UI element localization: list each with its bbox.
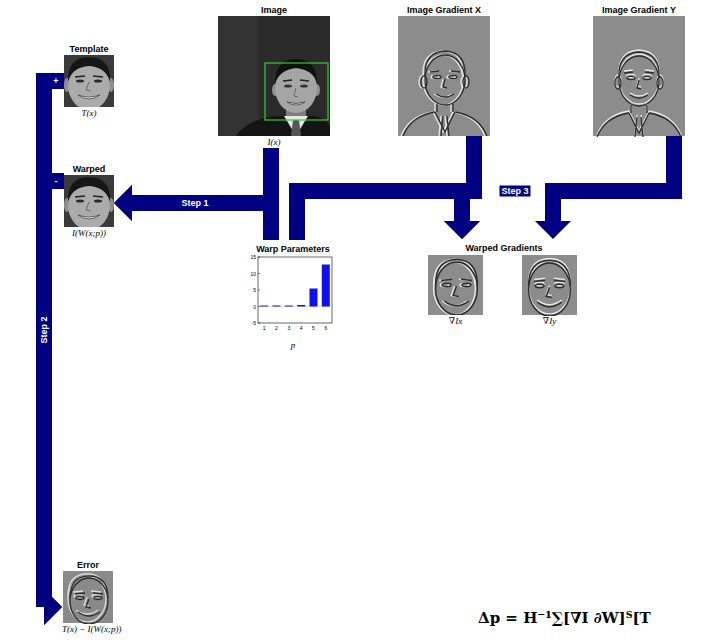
group-panel: Warped Gradients ∇Ix ∇Iy bbox=[418, 239, 590, 329]
warped-photo bbox=[64, 175, 114, 230]
tick-label: 4 bbox=[300, 325, 303, 331]
gradient-y-image bbox=[593, 16, 685, 136]
error-image bbox=[63, 571, 113, 623]
gradient-x-edges bbox=[401, 51, 485, 136]
input-photo bbox=[218, 16, 330, 136]
template-region bbox=[265, 63, 328, 120]
warped-gradient-y-image bbox=[522, 255, 577, 315]
panel-title: Error bbox=[63, 559, 113, 571]
tick-label: 2 bbox=[275, 325, 278, 331]
tick-label: 6 bbox=[324, 325, 327, 331]
tick-label: 10 bbox=[250, 271, 256, 277]
flow-arrow bbox=[297, 191, 462, 240]
flow-arrow bbox=[553, 136, 674, 221]
flow-arrow bbox=[132, 203, 271, 240]
tick-label: 15 bbox=[250, 254, 256, 260]
gradient-y-edges bbox=[597, 50, 681, 135]
image-panel: ∇Ix bbox=[428, 255, 483, 327]
tick-label: 1 bbox=[263, 325, 266, 331]
step-label: Step 1 bbox=[179, 198, 210, 209]
tick-label: 3 bbox=[287, 325, 290, 331]
step-label: Step 2 bbox=[39, 314, 50, 345]
panel-title: Warped Gradients bbox=[418, 239, 590, 254]
image-panel: ∇Iy bbox=[522, 255, 577, 327]
warped-gradient-y-edges bbox=[529, 261, 571, 316]
equation: Δp = H⁻¹∑[∇I ∂W]ᵀ[T bbox=[478, 609, 651, 627]
flow-arrow bbox=[132, 148, 271, 203]
image-panel: ImageI(x) bbox=[218, 4, 330, 148]
error-edges bbox=[70, 576, 108, 624]
image-panel: TemplateT(x) bbox=[64, 43, 114, 119]
tick-label: 5 bbox=[312, 325, 315, 331]
step-label: + bbox=[51, 76, 60, 87]
image-panel: WarpedI(W(x;p)) bbox=[64, 163, 114, 239]
gradient-x-image bbox=[398, 16, 490, 136]
panel-title: Image Gradient X bbox=[398, 4, 490, 16]
bar-chart bbox=[258, 257, 332, 323]
panel-caption: ∇Ix bbox=[428, 315, 483, 327]
flow-arrow bbox=[44, 181, 64, 607]
tick-label: 0 bbox=[253, 304, 256, 310]
step-label: Step 3 bbox=[499, 186, 530, 197]
tick-label: -5 bbox=[252, 320, 256, 326]
panel-caption: I(x) bbox=[218, 136, 330, 148]
panel-title: Image Gradient Y bbox=[593, 4, 685, 16]
chart-panel: Warp Parameters p bbox=[250, 240, 336, 351]
template-photo bbox=[64, 55, 114, 110]
gradient-x-edges bbox=[403, 51, 487, 136]
gradient-y-edges bbox=[597, 52, 681, 137]
warped-gradient-x-edges bbox=[436, 260, 478, 315]
panel-caption: I(W(x;p)) bbox=[64, 227, 114, 239]
tick-label: 5 bbox=[253, 287, 256, 293]
panel-title: Template bbox=[64, 43, 114, 55]
panel-title: Warped bbox=[64, 163, 114, 175]
panel-caption: T(x) bbox=[64, 107, 114, 119]
image-panel: ErrorT(x) − I(W(x;p)) bbox=[62, 559, 152, 635]
panel-caption: T(x) − I(W(x;p)) bbox=[62, 623, 152, 635]
panel-title: Image bbox=[218, 4, 330, 16]
step-label: - bbox=[53, 176, 60, 187]
panel-caption: p bbox=[250, 339, 336, 351]
image-panel: Image Gradient Y bbox=[593, 4, 685, 136]
panel-title: Warp Parameters bbox=[250, 240, 336, 255]
image-panel: Image Gradient X bbox=[398, 4, 490, 136]
warped-gradient-x-image bbox=[428, 255, 483, 315]
panel-caption: ∇Iy bbox=[522, 315, 577, 327]
